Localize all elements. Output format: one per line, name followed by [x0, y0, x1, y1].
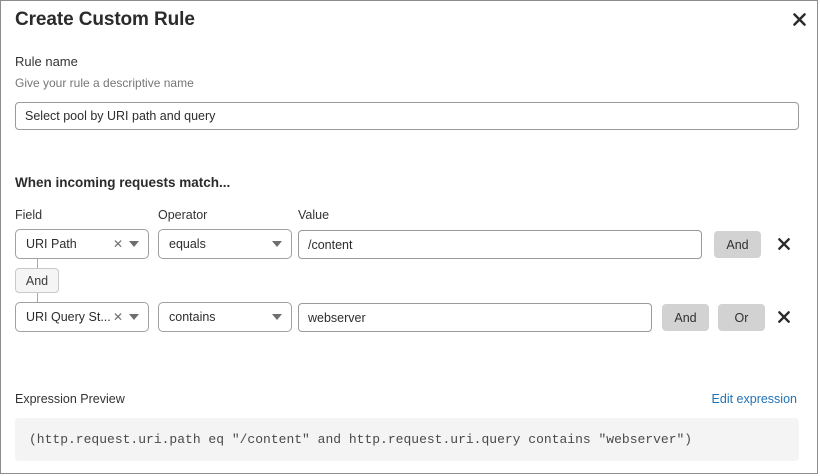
- expression-preview-label: Expression Preview: [15, 392, 125, 406]
- column-header-operator: Operator: [158, 208, 208, 222]
- close-icon: [778, 238, 790, 250]
- and-button-row-2[interactable]: And: [662, 304, 709, 331]
- close-icon-glyph: [792, 12, 806, 26]
- close-icon[interactable]: [788, 8, 810, 30]
- connector-line-top: [37, 259, 38, 269]
- chevron-down-icon: [129, 314, 139, 320]
- operator-select-row-1[interactable]: equals: [158, 229, 292, 259]
- rule-name-sublabel: Give your rule a descriptive name: [15, 76, 194, 90]
- rule-name-label: Rule name: [15, 54, 78, 69]
- conditions-heading: When incoming requests match...: [15, 175, 231, 190]
- connector-line-bottom: [37, 293, 38, 303]
- page-title: Create Custom Rule: [15, 9, 195, 30]
- operator-select-row-2[interactable]: contains: [158, 302, 292, 332]
- close-icon: [778, 311, 790, 323]
- delete-condition-row-2[interactable]: [774, 307, 794, 327]
- chevron-down-icon: [129, 241, 139, 247]
- field-select-value-row-2: URI Query St...: [26, 310, 111, 324]
- edit-expression-link[interactable]: Edit expression: [711, 392, 797, 406]
- field-select-row-2[interactable]: URI Query St... ✕: [15, 302, 149, 332]
- field-select-value-row-1: URI Path: [26, 237, 77, 251]
- operator-select-value-row-2: contains: [169, 310, 216, 324]
- rule-name-input[interactable]: [15, 102, 799, 130]
- chevron-down-icon: [272, 241, 282, 247]
- column-header-field: Field: [15, 208, 43, 222]
- column-header-value: Value: [298, 208, 330, 222]
- clear-icon[interactable]: ✕: [112, 237, 123, 251]
- field-select-row-1[interactable]: URI Path ✕: [15, 229, 149, 259]
- value-input-row-1[interactable]: [298, 230, 702, 259]
- and-button-row-1[interactable]: And: [714, 231, 761, 258]
- delete-condition-row-1[interactable]: [774, 234, 794, 254]
- chevron-down-icon: [272, 314, 282, 320]
- operator-select-value-row-1: equals: [169, 237, 206, 251]
- expression-preview-text: (http.request.uri.path eq "/content" and…: [29, 432, 693, 447]
- expression-preview-box: (http.request.uri.path eq "/content" and…: [15, 418, 799, 461]
- connector-and-badge[interactable]: And: [15, 268, 59, 293]
- or-button-row-2[interactable]: Or: [718, 304, 765, 331]
- value-input-row-2[interactable]: [298, 303, 652, 332]
- clear-icon[interactable]: ✕: [112, 310, 123, 324]
